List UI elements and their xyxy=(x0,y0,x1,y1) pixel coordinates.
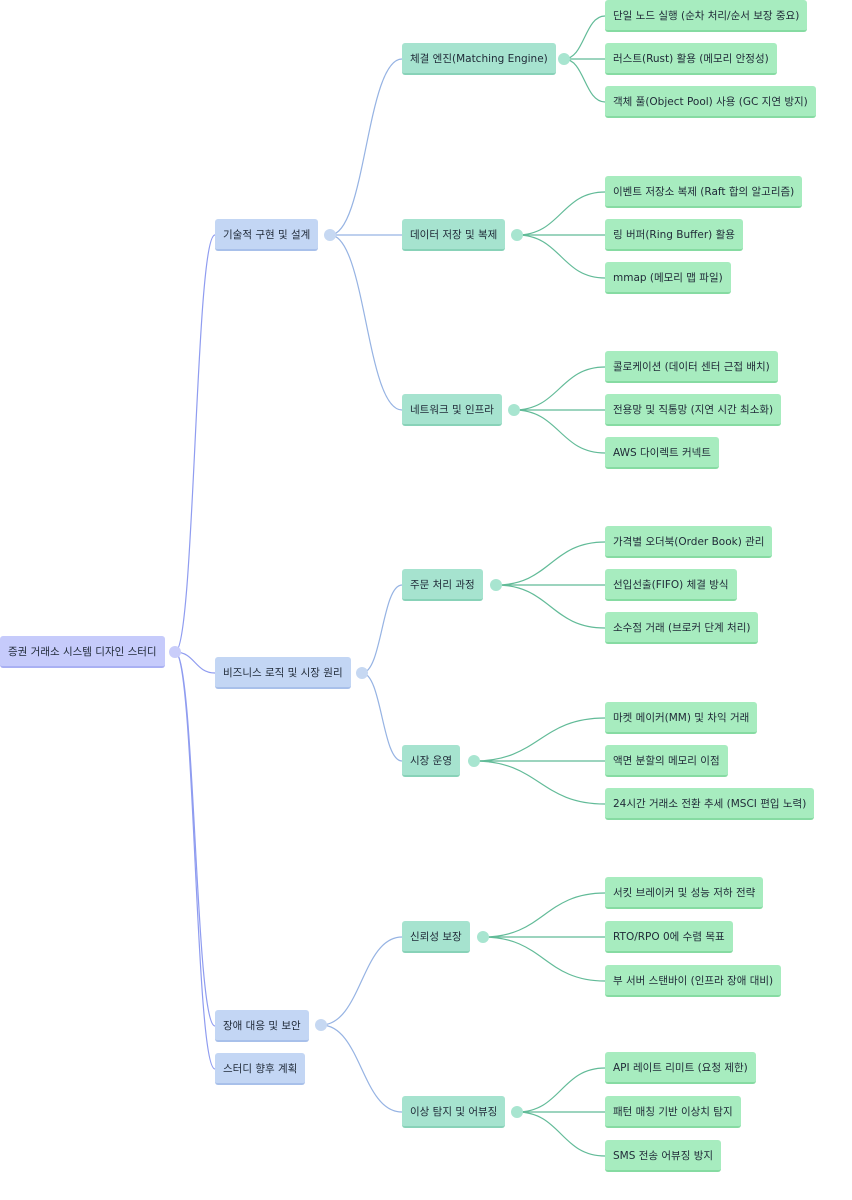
topic-edge xyxy=(513,409,606,454)
topic-market-operation[interactable]: 시장 운영 xyxy=(402,745,460,777)
branch-edge xyxy=(320,1024,403,1113)
root-collapse-handle[interactable] xyxy=(169,646,181,658)
topic-matching-engine[interactable]: 체결 엔진(Matching Engine) xyxy=(402,43,556,75)
leaf-item[interactable]: 서킷 브레이커 및 성능 저하 전략 xyxy=(605,877,764,909)
branch-business[interactable]: 비즈니스 로직 및 시장 원리 xyxy=(215,657,351,689)
root-edge xyxy=(174,651,216,1070)
branch-failure-security[interactable]: 장애 대응 및 보안 xyxy=(215,1010,309,1042)
leaf-item[interactable]: 러스트(Rust) 활용 (메모리 안정성) xyxy=(605,43,777,75)
branch-business-handle[interactable] xyxy=(356,667,368,679)
topic-anomaly-abuse-handle[interactable] xyxy=(511,1106,523,1118)
leaf-item[interactable]: 부 서버 스탠바이 (인프라 장애 대비) xyxy=(605,965,782,997)
leaf-item[interactable]: RTO/RPO 0에 수렴 목표 xyxy=(605,921,733,953)
topic-edge xyxy=(473,760,606,805)
topic-edge xyxy=(516,1111,606,1157)
topic-edge xyxy=(516,234,606,279)
leaf-item[interactable]: 단일 노드 실행 (순차 처리/순서 보장 중요) xyxy=(605,0,808,32)
topic-matching-engine-handle[interactable] xyxy=(558,53,570,65)
branch-technical-handle[interactable] xyxy=(324,229,336,241)
topic-edge xyxy=(516,1067,606,1113)
leaf-item[interactable]: 콜로케이션 (데이터 센터 근접 배치) xyxy=(605,351,778,383)
branch-technical[interactable]: 기술적 구현 및 설계 xyxy=(215,219,319,251)
topic-network-infra[interactable]: 네트워크 및 인프라 xyxy=(402,394,502,426)
topic-edge xyxy=(495,584,606,629)
leaf-item[interactable]: 소수점 거래 (브로커 단계 처리) xyxy=(605,612,759,644)
root-edge xyxy=(174,651,216,674)
topic-edge xyxy=(482,892,606,938)
leaf-item[interactable]: 객체 풀(Object Pool) 사용 (GC 지연 방지) xyxy=(605,86,816,118)
branch-future-plans[interactable]: 스터디 향후 계획 xyxy=(215,1053,306,1085)
leaf-item[interactable]: 가격별 오더북(Order Book) 관리 xyxy=(605,526,773,558)
leaf-item[interactable]: mmap (메모리 맵 파일) xyxy=(605,262,731,294)
leaf-item[interactable]: 링 버퍼(Ring Buffer) 활용 xyxy=(605,219,743,251)
leaf-item[interactable]: 마켓 메이커(MM) 및 차익 거래 xyxy=(605,702,758,734)
topic-market-operation-handle[interactable] xyxy=(468,755,480,767)
leaf-item[interactable]: AWS 다이렉트 커넥트 xyxy=(605,437,719,469)
topic-order-processing-handle[interactable] xyxy=(490,579,502,591)
topic-data-storage-handle[interactable] xyxy=(511,229,523,241)
branch-edge xyxy=(329,234,403,411)
leaf-item[interactable]: 액면 분할의 메모리 이점 xyxy=(605,745,728,777)
leaf-item[interactable]: 패턴 매칭 기반 이상치 탐지 xyxy=(605,1096,741,1128)
leaf-item[interactable]: 24시간 거래소 전환 추세 (MSCI 편입 노력) xyxy=(605,788,815,820)
topic-edge xyxy=(516,191,606,236)
leaf-item[interactable]: API 레이트 리미트 (요청 제한) xyxy=(605,1052,756,1084)
topic-network-infra-handle[interactable] xyxy=(508,404,520,416)
topic-order-processing[interactable]: 주문 처리 과정 xyxy=(402,569,483,601)
leaf-item[interactable]: 선입선출(FIFO) 체결 방식 xyxy=(605,569,737,601)
topic-data-storage[interactable]: 데이터 저장 및 복제 xyxy=(402,219,506,251)
root-node[interactable]: 증권 거래소 시스템 디자인 스터디 xyxy=(0,636,165,668)
topic-edge xyxy=(473,717,606,762)
root-edge xyxy=(174,234,216,653)
topic-reliability-handle[interactable] xyxy=(477,931,489,943)
branch-edge xyxy=(361,584,403,674)
root-edge xyxy=(174,651,216,1027)
branch-edge xyxy=(361,672,403,762)
leaf-item[interactable]: 전용망 및 직통망 (지연 시간 최소화) xyxy=(605,394,782,426)
topic-edge xyxy=(513,366,606,411)
topic-edge xyxy=(482,936,606,982)
leaf-item[interactable]: SMS 전송 어뷰징 방지 xyxy=(605,1140,722,1172)
topic-edge xyxy=(563,58,606,103)
branch-edge xyxy=(320,936,403,1026)
topic-anomaly-abuse[interactable]: 이상 탐지 및 어뷰징 xyxy=(402,1096,506,1128)
topic-edge xyxy=(563,15,606,60)
topic-edge xyxy=(495,541,606,586)
leaf-item[interactable]: 이벤트 저장소 복제 (Raft 합의 알고리즘) xyxy=(605,176,803,208)
branch-failure-security-handle[interactable] xyxy=(315,1019,327,1031)
topic-reliability[interactable]: 신뢰성 보장 xyxy=(402,921,470,953)
branch-edge xyxy=(329,58,403,236)
